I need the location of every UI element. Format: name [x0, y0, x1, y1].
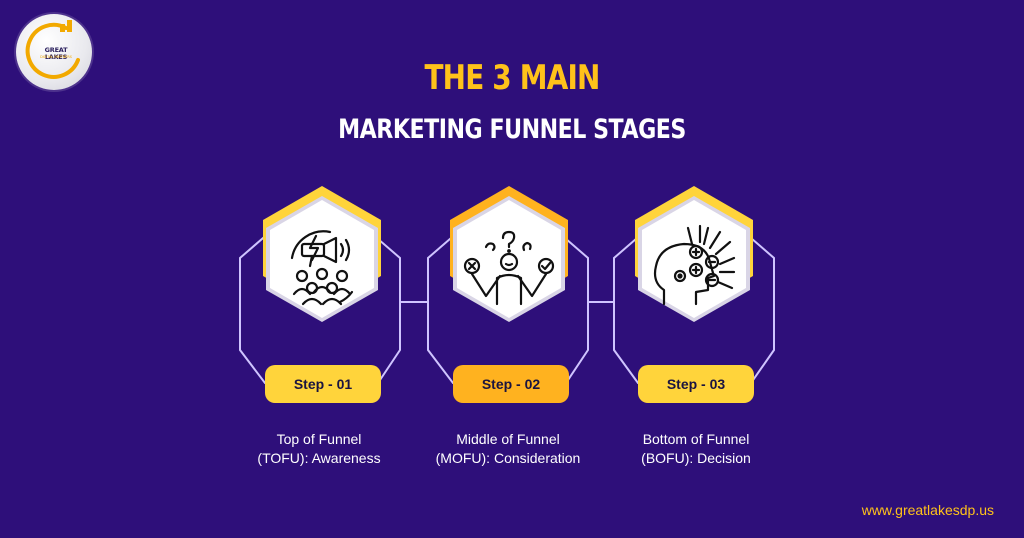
step-3-title: Bottom of Funnel: [642, 431, 750, 447]
step-2-pill: Step - 02: [453, 365, 569, 403]
website-link[interactable]: www.greatlakesdp.us: [861, 502, 994, 518]
step-1-pill: Step - 01: [265, 365, 381, 403]
step-2-description: Middle of Funnel (MOFU): Consideration: [408, 430, 608, 468]
step-1-description: Top of Funnel (TOFU): Awareness: [219, 430, 419, 468]
step-2-subtitle: (MOFU): Consideration: [435, 450, 581, 466]
logo-title: GREAT LAKES: [44, 46, 68, 61]
page-title-line1: THE 3 MAIN: [424, 58, 600, 98]
megaphone-audience-icon: [290, 230, 354, 306]
company-logo: GREAT LAKES DIGITAL PARTNERS: [16, 14, 92, 90]
step-3-description: Bottom of Funnel (BOFU): Decision: [596, 430, 796, 468]
step-1-subtitle: (TOFU): Awareness: [257, 450, 381, 466]
step-hexagon-3: [635, 186, 753, 322]
logo-mark-icon: [25, 20, 80, 79]
step-1-title: Top of Funnel: [276, 431, 362, 447]
page-title-line2: MARKETING FUNNEL STAGES: [338, 114, 686, 145]
logo-subtitle: DIGITAL PARTNERS: [40, 55, 72, 59]
person-weighing-options-icon: [463, 230, 555, 306]
step-hexagon-1: [263, 186, 381, 322]
step-2-title: Middle of Funnel: [456, 431, 560, 447]
head-decision-icon: [653, 224, 736, 306]
step-3-subtitle: (BOFU): Decision: [641, 450, 751, 466]
step-3-pill: Step - 03: [638, 365, 754, 403]
